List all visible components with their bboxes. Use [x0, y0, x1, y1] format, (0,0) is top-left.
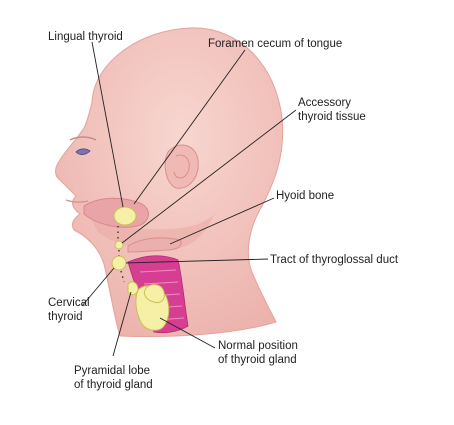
lips — [65, 199, 89, 203]
cervical-thyroid-mass — [111, 255, 127, 271]
leader-normal — [159, 317, 216, 349]
label-pyramidal-line1: Pyramidal lobe — [74, 365, 150, 377]
label-foramen-cecum: Foramen cecum of tongue — [208, 38, 342, 50]
label-accessory-line1: Accessory — [298, 97, 351, 109]
lingual-thyroid-mass — [113, 206, 137, 226]
eye — [75, 148, 91, 155]
label-cervical-line2: thyroid — [48, 311, 83, 323]
label-hyoid-bone: Hyoid bone — [276, 190, 334, 202]
thyroid-lobe — [143, 284, 165, 303]
ear — [164, 144, 199, 189]
leader-hyoid — [169, 197, 275, 245]
leader-lingual-thyroid — [91, 41, 124, 208]
label-normal-line2: of thyroid gland — [218, 354, 297, 366]
label-normal-line1: Normal position — [218, 340, 298, 352]
ear-inner — [173, 154, 190, 179]
leader-cervical — [81, 267, 115, 307]
accessory-thyroid-mass — [114, 240, 124, 250]
pyramidal-lobe — [127, 281, 139, 296]
hyoid-bone-shape — [127, 237, 182, 253]
label-lingual-thyroid: Lingual thyroid — [48, 31, 123, 43]
label-accessory-line2: thyroid tissue — [298, 111, 366, 123]
leader-tract — [125, 258, 269, 264]
leader-foramen-cecum — [133, 49, 246, 205]
leader-pyramidal — [112, 291, 132, 357]
label-cervical-line1: Cervical — [48, 297, 90, 309]
leader-accessory — [121, 109, 297, 244]
thyroglossal-duct-tract — [117, 226, 125, 283]
eyebrow — [69, 136, 97, 141]
label-pyramidal-line2: of thyroid gland — [74, 379, 153, 391]
label-tract: Tract of thyroglossal duct — [270, 254, 399, 266]
